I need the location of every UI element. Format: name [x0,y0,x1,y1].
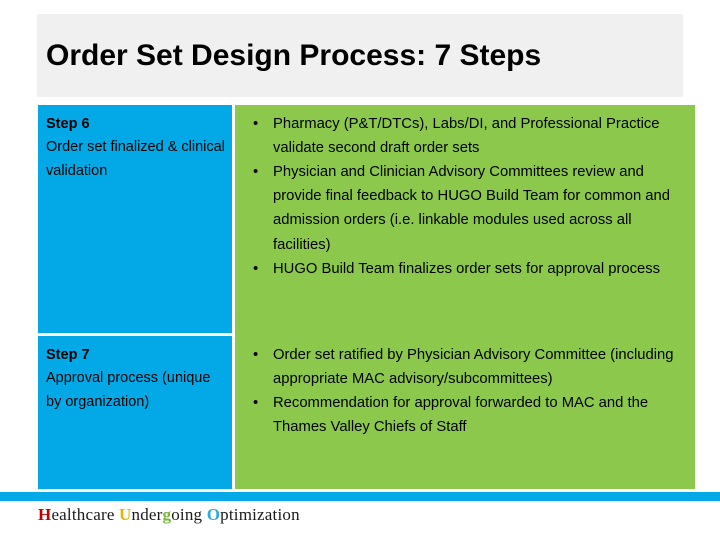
list-item-text: Order set ratified by Physician Advisory… [273,347,674,388]
list-item-text: Pharmacy (P&T/DTCs), Labs/DI, and Profes… [273,116,660,157]
footer-rest-optimization: ptimization [220,505,300,524]
list-item: • Order set ratified by Physician Adviso… [239,343,691,391]
step-label-block: Step 7 Approval process (unique by organ… [46,344,226,414]
detail-cell-6: • Pharmacy (P&T/DTCs), Labs/DI, and Prof… [235,105,695,333]
footer-tagline: Healthcare Undergoing Optimization [38,505,300,525]
list-item: • Physician and Clinician Advisory Commi… [239,160,691,256]
row-divider-green-bridge [235,333,695,336]
footer-rest-under: nder [131,505,163,524]
footer-cap-u: U [119,505,132,524]
bullet-icon: • [253,260,259,277]
footer-rest-going: oing [171,505,207,524]
footer-cap-g: g [162,505,172,524]
page-title: Order Set Design Process: 7 Steps [46,39,542,72]
bullet-icon: • [253,347,259,363]
footer-cap-h: H [38,505,52,524]
list-item: • HUGO Build Team finalizes order sets f… [239,257,691,281]
detail-cell-7: • Order set ratified by Physician Adviso… [235,336,695,489]
footer-cap-o: O [206,505,221,524]
step-label: Step 7 [46,347,90,363]
table-row: Step 7 Approval process (unique by organ… [38,336,695,489]
bullet-icon: • [253,116,259,132]
bullet-list: • Order set ratified by Physician Adviso… [239,343,691,439]
bullet-icon: • [253,395,259,412]
list-item-text: Recommendation for approval forwarded to… [273,395,649,436]
list-item-text: Physician and Clinician Advisory Committ… [273,164,670,253]
bullet-icon: • [253,164,259,181]
step-description: Approval process (unique by organization… [46,370,211,410]
footer-rest-healthcare: ealthcare [51,505,120,524]
footer-accent-bar [0,492,720,501]
step-cell-6: Step 6 Order set finalized & clinical va… [38,105,232,333]
step-label-block: Step 6 Order set finalized & clinical va… [46,113,226,183]
list-item: • Recommendation for approval forwarded … [239,391,691,439]
bullet-list: • Pharmacy (P&T/DTCs), Labs/DI, and Prof… [239,112,691,281]
step-description: Order set finalized & clinical validatio… [46,139,225,179]
list-item: • Pharmacy (P&T/DTCs), Labs/DI, and Prof… [239,112,691,160]
step-cell-7: Step 7 Approval process (unique by organ… [38,336,232,489]
title-box: Order Set Design Process: 7 Steps [37,14,683,97]
process-table: Step 6 Order set finalized & clinical va… [38,105,695,489]
table-row: Step 6 Order set finalized & clinical va… [38,105,695,333]
list-item-text: HUGO Build Team finalizes order sets for… [273,260,661,277]
step-label: Step 6 [46,116,90,132]
